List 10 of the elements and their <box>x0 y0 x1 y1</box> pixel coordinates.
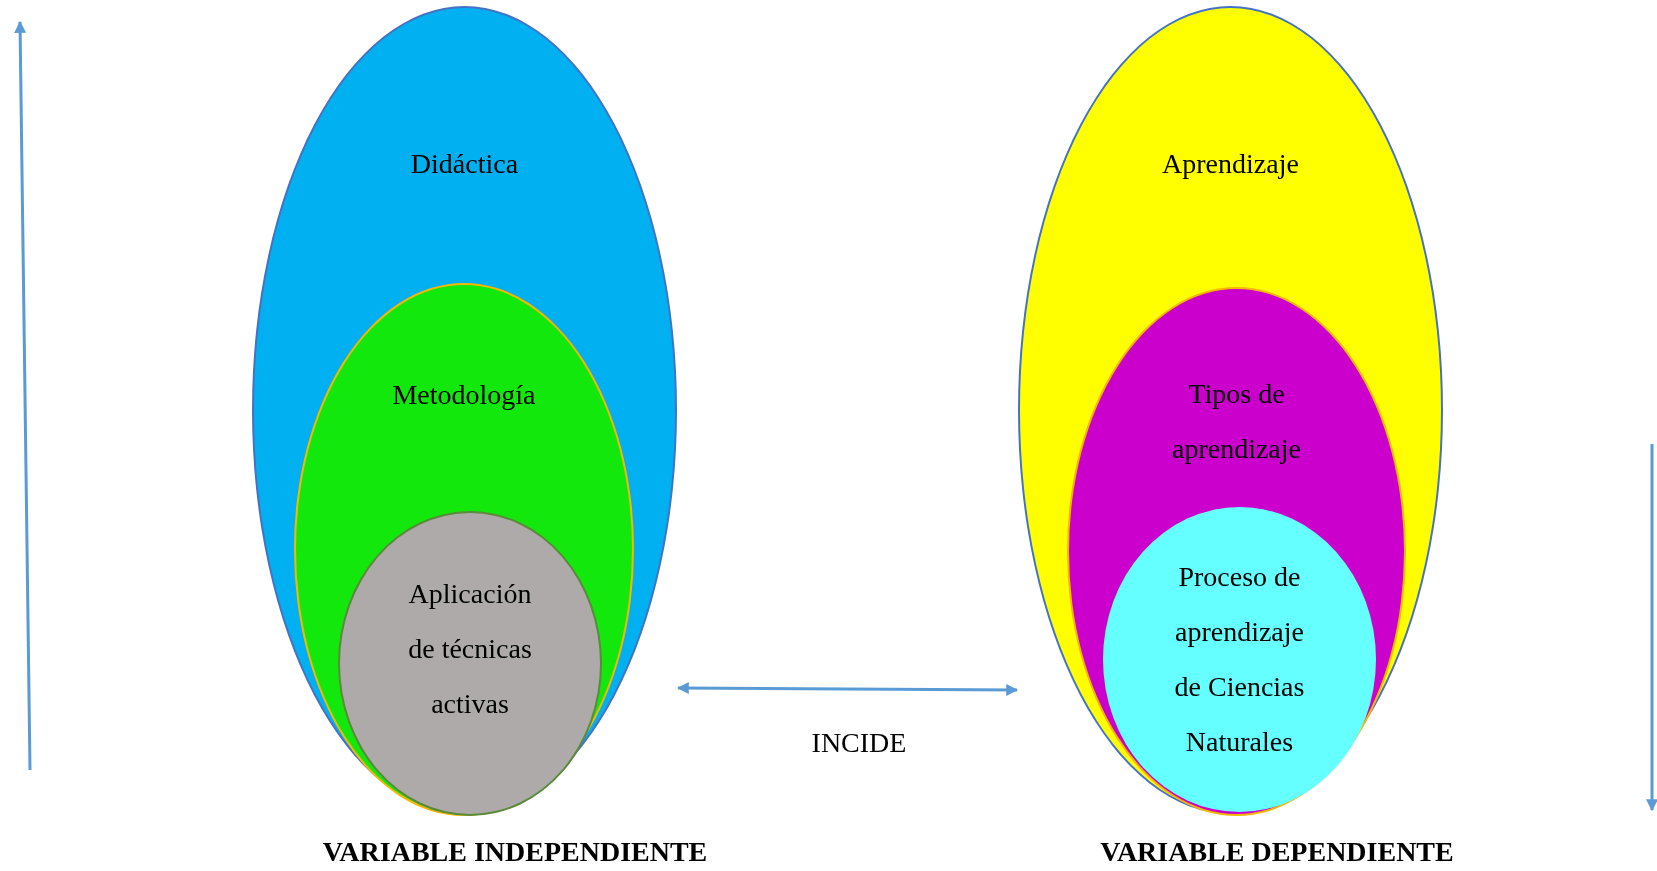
edge-label: INCIDE <box>811 727 907 759</box>
oval-label: Metodología <box>391 377 537 412</box>
oval-label: Didáctica <box>409 146 520 181</box>
oval-label: Aplicación de técnicas activas <box>407 576 533 721</box>
variable-heading: VARIABLE INDEPENDIENTE <box>322 836 708 868</box>
oval-label: Aprendizaje <box>1161 146 1300 181</box>
oval-label: Proceso de aprendizaje de Ciencias Naturales <box>1173 560 1306 759</box>
variable-heading: VARIABLE DEPENDIENTE <box>1100 836 1454 868</box>
oval-label: Tipos de aprendizaje <box>1171 377 1302 466</box>
arrow <box>676 682 1019 696</box>
